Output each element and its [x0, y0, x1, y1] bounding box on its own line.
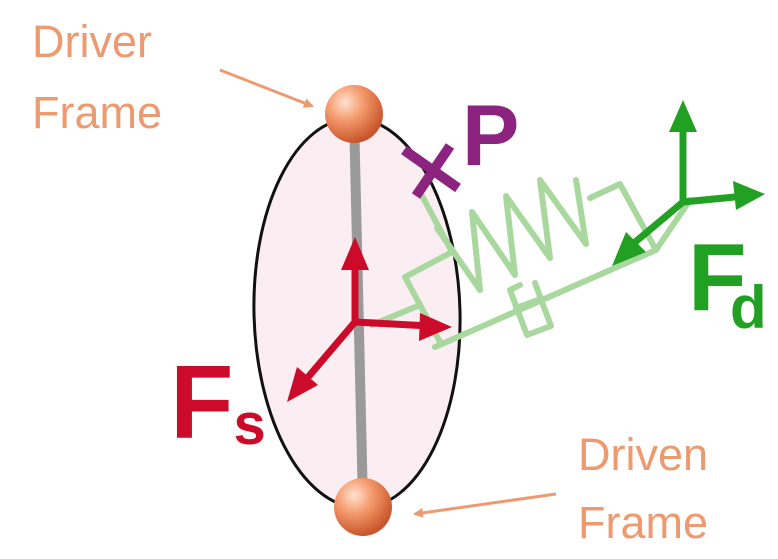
fd-label-sub: d — [730, 274, 767, 341]
fs-arrowhead-right — [419, 313, 452, 341]
driven-frame-pointer-arrow — [413, 492, 557, 518]
fs-arrowhead-up — [341, 237, 369, 270]
fs-arrow-right — [351, 318, 434, 330]
driven-frame-label-line2: Frame — [578, 497, 708, 548]
fd-arrowhead-diag — [612, 232, 646, 266]
spring-damper — [369, 177, 693, 350]
fs-arrowheads — [287, 237, 452, 402]
fd-arrow-diag — [624, 198, 687, 252]
point-p-label: P — [462, 88, 519, 184]
damper-piston — [513, 297, 541, 311]
fd-arrowhead-right — [733, 181, 765, 210]
driven-frame-label-line1: Driven — [578, 429, 708, 480]
fd-label-main: F — [688, 224, 747, 331]
spring-damper-frame — [402, 189, 455, 345]
driver-frame-pointer-arrow — [219, 68, 314, 108]
spring-coil — [434, 177, 589, 293]
fd-arrowheads — [612, 100, 765, 266]
spring-damper-driver-link — [653, 197, 693, 253]
fd-label: Fd — [688, 224, 767, 341]
spring-damper-frame-right — [432, 181, 659, 350]
fs-label: Fs — [170, 345, 266, 461]
driver-frame-ball — [325, 85, 383, 143]
fs-label-main: F — [170, 345, 234, 461]
fs-label-sub: s — [234, 392, 266, 457]
damper-cylinder — [507, 280, 554, 338]
point-p-cross-icon — [401, 143, 461, 199]
driven-frame-ball — [334, 478, 392, 536]
fd-arrowhead-up — [669, 100, 697, 132]
fs-arrow-diag — [299, 318, 359, 387]
driver-frame-label-line1: Driver — [32, 16, 152, 67]
fs-arrowhead-diag — [287, 367, 318, 402]
driver-frame-label-line2: Frame — [32, 87, 162, 138]
